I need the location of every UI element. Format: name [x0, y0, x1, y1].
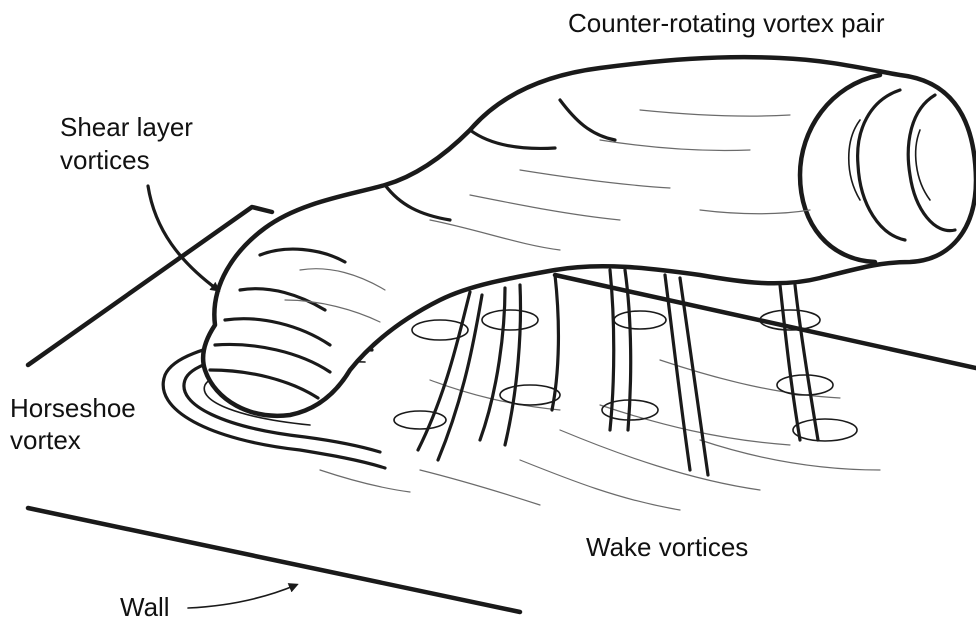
- wake-floor-hatching: [430, 360, 880, 510]
- wall-edge-back-right: [555, 275, 976, 368]
- label-wake-vortices: Wake vortices: [586, 532, 748, 563]
- wall-edge-front: [28, 508, 520, 612]
- label-horseshoe-line1: Horseshoe: [10, 393, 136, 424]
- wall-arrow: [188, 585, 296, 608]
- label-wall: Wall: [120, 592, 170, 623]
- label-horseshoe-line2: vortex: [10, 425, 81, 456]
- label-shear-layer-line1: Shear layer: [60, 112, 193, 143]
- label-shear-layer-line2: vortices: [60, 145, 150, 176]
- jet-plume: [203, 57, 976, 416]
- label-counter-rotating-vortex-pair: Counter-rotating vortex pair: [568, 8, 884, 39]
